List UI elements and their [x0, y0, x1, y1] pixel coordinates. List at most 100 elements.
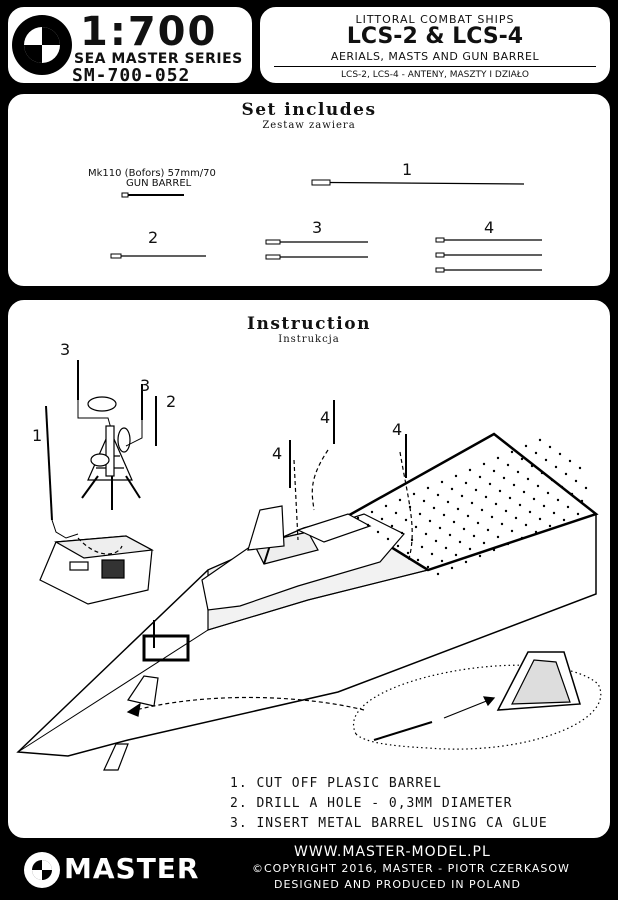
- gun-barrel-part: [121, 192, 184, 198]
- deck-dot: [452, 520, 456, 524]
- deck-dot: [568, 459, 572, 463]
- deck-dot: [520, 457, 524, 461]
- deck-dot: [528, 510, 532, 514]
- deck-dot: [380, 517, 384, 521]
- deck-dot: [366, 523, 370, 527]
- step-2: 2. DRILL A HOLE - 0,3MM DIAMETER: [230, 796, 513, 811]
- ship-hull: [16, 432, 599, 771]
- deck-dot: [428, 519, 432, 523]
- deck-dot: [450, 566, 454, 570]
- deck-dot: [496, 535, 500, 539]
- deck-dot: [548, 445, 552, 449]
- deck-dot: [462, 527, 466, 531]
- step-3: 3. INSERT METAL BARREL USING CA GLUE: [230, 816, 548, 831]
- deck-dot: [466, 514, 470, 518]
- step-1: 1. CUT OFF PLASIC BARREL: [230, 776, 442, 791]
- header-right-panel: LITTORAL COMBAT SHIPS LCS-2 & LCS-4 AERI…: [258, 5, 612, 85]
- deck-dot: [504, 509, 508, 513]
- deck-dot: [406, 551, 410, 555]
- footer-made-in: DESIGNED AND PRODUCED IN POLAND: [274, 878, 521, 891]
- deck-dot: [584, 486, 588, 490]
- deck-dot: [514, 516, 518, 520]
- deck-dot: [458, 540, 462, 544]
- deck-dot: [506, 542, 510, 546]
- deck-dot: [482, 541, 486, 545]
- deck-dot: [558, 452, 562, 456]
- deck-dot: [478, 475, 482, 479]
- deck-dot: [538, 438, 542, 442]
- deck-dot: [450, 487, 454, 491]
- gun-barrel-label: Mk110 (Bofors) 57mm/70: [88, 168, 216, 179]
- callout-1: 1: [32, 426, 43, 445]
- part-number-2: 2: [148, 228, 159, 247]
- deck-dot: [456, 507, 460, 511]
- deck-dot: [418, 512, 422, 516]
- deck-dot: [560, 485, 564, 489]
- deck-dot: [534, 451, 538, 455]
- deck-dot: [386, 537, 390, 541]
- deck-dot: [426, 565, 430, 569]
- deck-dot: [436, 493, 440, 497]
- deck-dot: [468, 547, 472, 551]
- deck-dot: [440, 480, 444, 484]
- flight-deck-grid: [356, 438, 588, 576]
- master-logo-icon: [12, 15, 72, 75]
- deck-dot: [498, 489, 502, 493]
- superstructure: [127, 505, 405, 707]
- deck-dot: [376, 530, 380, 534]
- deck-dot: [430, 552, 434, 556]
- deck-dot: [426, 486, 430, 490]
- deck-dot: [394, 511, 398, 515]
- series-label: SEA MASTER SERIES: [74, 51, 243, 67]
- part-3-masts: [265, 239, 368, 260]
- deck-dot: [472, 534, 476, 538]
- deck-dot: [570, 492, 574, 496]
- deck-dot: [542, 504, 546, 508]
- part-number-1: 1: [402, 160, 413, 179]
- deck-dot: [548, 524, 552, 528]
- deck-dot: [448, 533, 452, 537]
- footer-brand: MASTER: [64, 852, 200, 885]
- deck-dot: [412, 492, 416, 496]
- deck-dot: [538, 517, 542, 521]
- header-left-panel: 1:700 SEA MASTER SERIES SM-700-052: [6, 5, 254, 86]
- deck-dot: [470, 501, 474, 505]
- header-subtitle: LITTORAL COMBAT SHIPS: [355, 13, 515, 26]
- deck-dot: [502, 476, 506, 480]
- deck-dot: [480, 508, 484, 512]
- deckhouse-block: [39, 535, 154, 605]
- callout-3a: 3: [60, 340, 71, 359]
- deck-dot: [414, 525, 418, 529]
- part-1-mast: [311, 179, 525, 186]
- deck-dot: [564, 472, 568, 476]
- deck-dot: [454, 553, 458, 557]
- part-4-aerials: [435, 237, 542, 273]
- deck-dot: [474, 488, 478, 492]
- instruction-panel: Instruction Instrukcja: [6, 298, 612, 840]
- deck-dot: [516, 470, 520, 474]
- deck-dot: [416, 558, 420, 562]
- header-divider: [274, 66, 596, 67]
- deck-dot: [546, 491, 550, 495]
- deck-dot: [522, 490, 526, 494]
- deck-dot: [434, 539, 438, 543]
- deck-dot: [484, 495, 488, 499]
- deck-dot: [410, 538, 414, 542]
- deck-dot: [496, 456, 500, 460]
- deck-dot: [446, 500, 450, 504]
- parts-illustration: [110, 179, 542, 273]
- deck-dot: [356, 516, 360, 520]
- deck-dot: [510, 450, 514, 454]
- mast-assembly: [45, 360, 157, 539]
- callout-4a: 4: [272, 444, 283, 463]
- master-logo-small-icon: [24, 852, 60, 888]
- footer-copyright: ©COPYRIGHT 2016, MASTER - PIOTR CZERKASO…: [252, 862, 570, 875]
- deck-dot: [432, 506, 436, 510]
- gun-detail-inset: [352, 651, 602, 750]
- deck-dot: [510, 529, 514, 533]
- deck-dot: [540, 471, 544, 475]
- deck-dot: [544, 458, 548, 462]
- scale-label: 1:700: [80, 9, 218, 55]
- deck-dot: [494, 502, 498, 506]
- deck-dot: [420, 545, 424, 549]
